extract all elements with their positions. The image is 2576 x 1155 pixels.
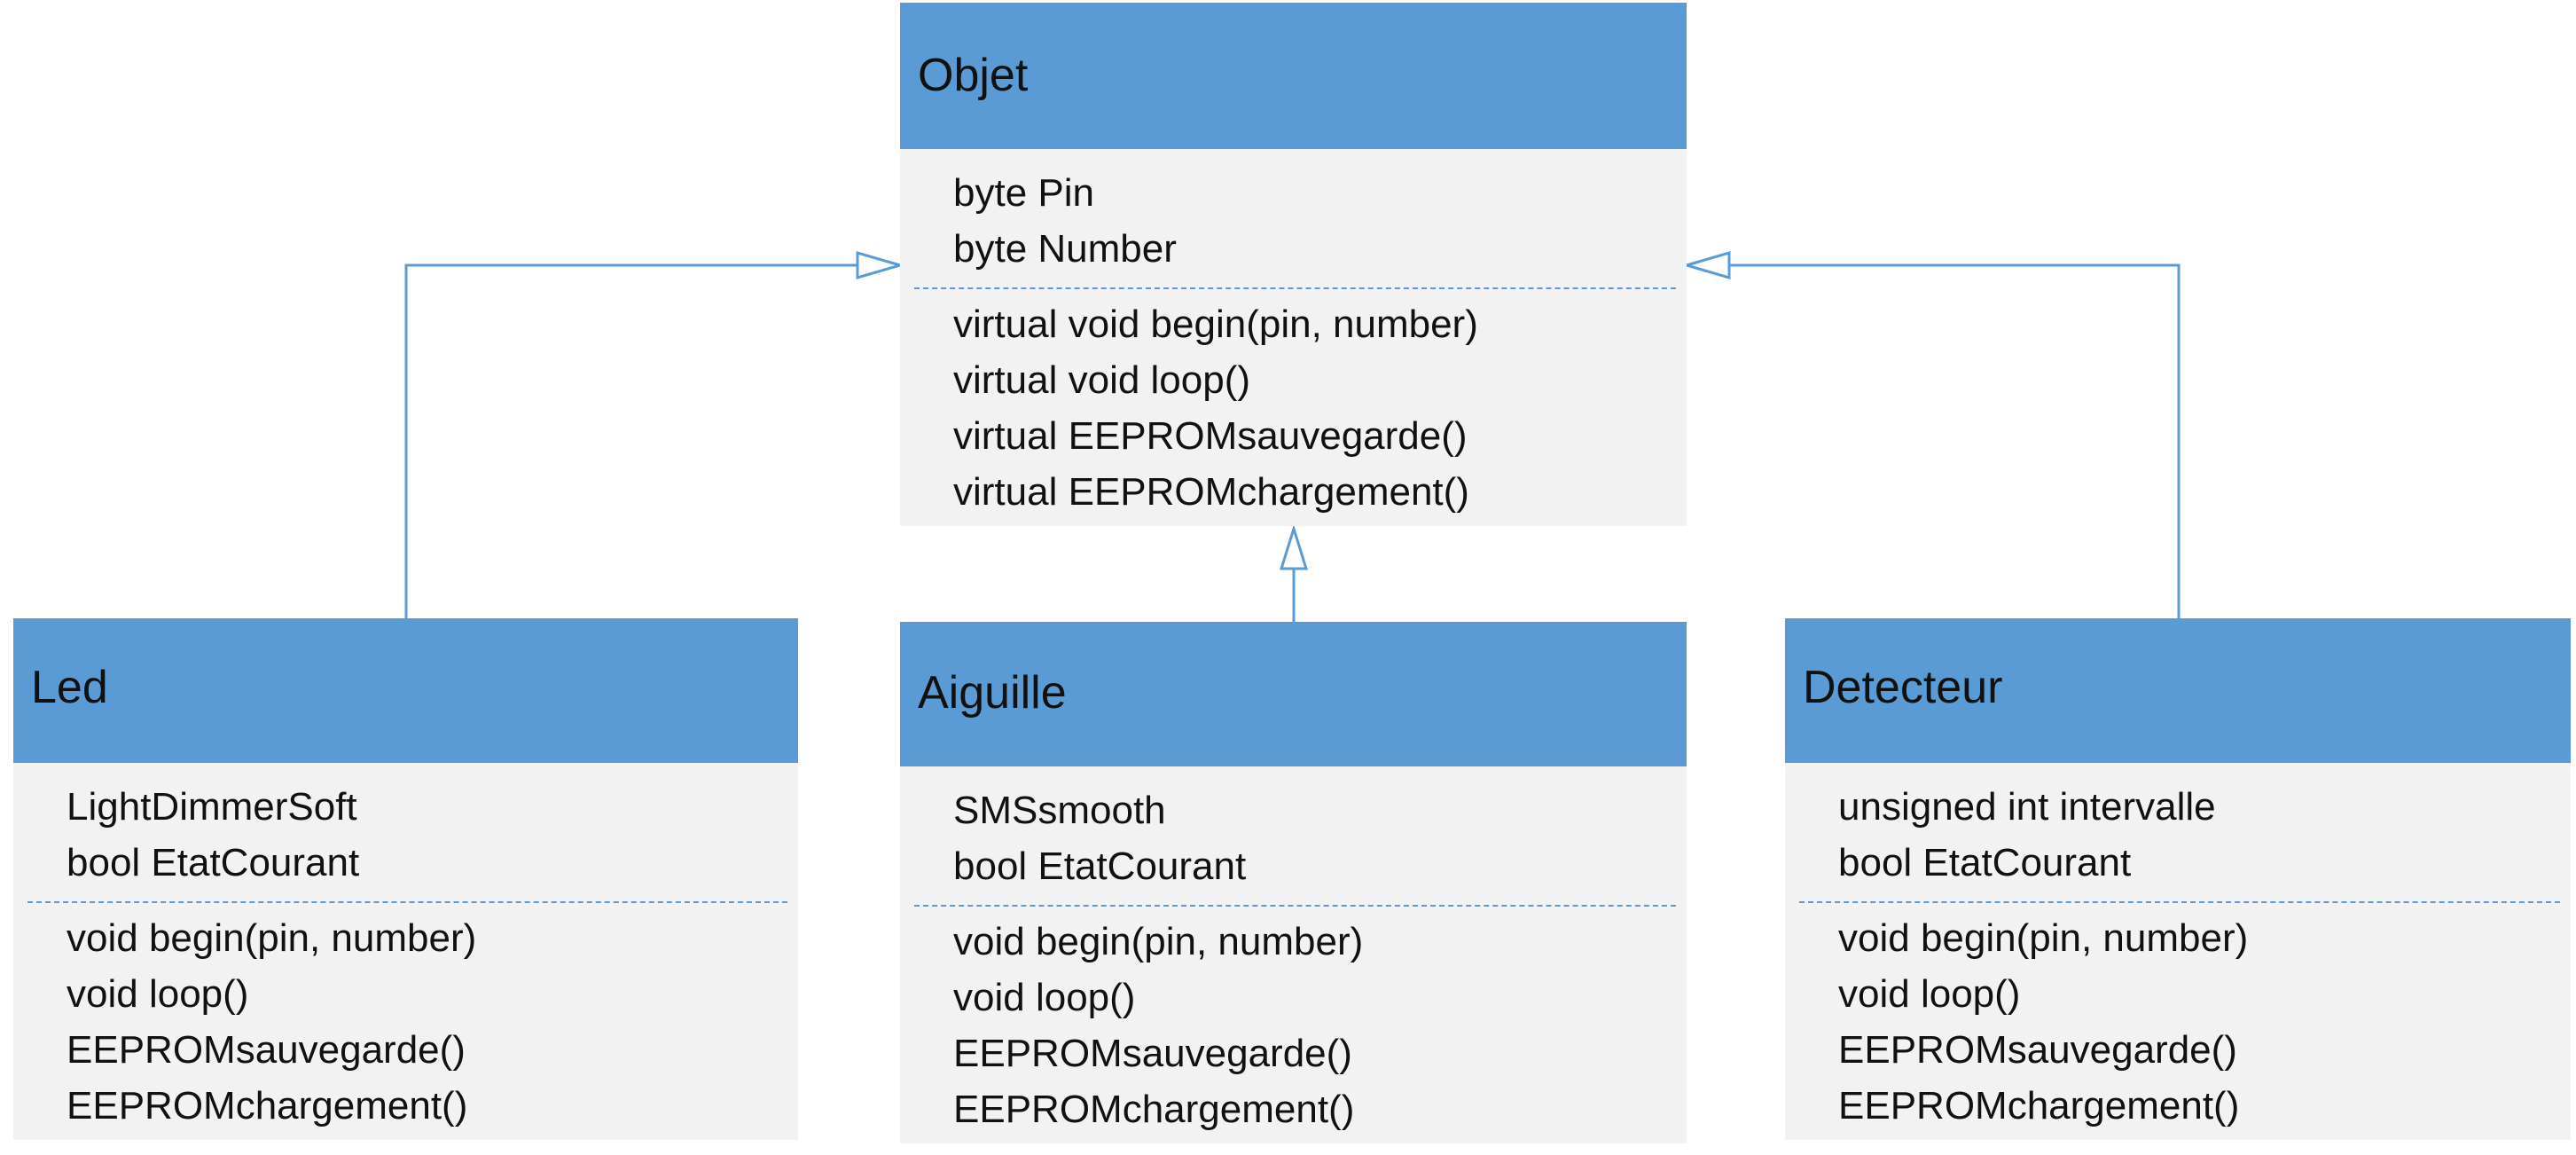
class-led-methods: void begin(pin, number) void loop() EEPR… [67, 903, 798, 1134]
method: void begin(pin, number) [953, 920, 1364, 963]
led-inheritance-arrowhead [856, 251, 905, 279]
attribute: bool EtatCourant [953, 845, 1247, 888]
class-aiguille-separator [914, 905, 1676, 907]
class-objet-attributes: byte Pin byte Number [953, 149, 1687, 287]
class-detecteur-separator [1799, 901, 2560, 903]
attribute: bool EtatCourant [67, 841, 360, 884]
method: void begin(pin, number) [1838, 916, 2249, 960]
led-inheritance-line [404, 263, 900, 618]
attribute: bool EtatCourant [1838, 841, 2132, 884]
class-objet-header: Objet [900, 3, 1687, 149]
class-led-attributes: LightDimmerSoft bool EtatCourant [67, 763, 798, 901]
attribute: LightDimmerSoft [67, 785, 357, 829]
method: EEPROMchargement() [1838, 1084, 2240, 1128]
attribute: unsigned int intervalle [1838, 785, 2216, 829]
class-objet-body: byte Pin byte Number virtual void begin(… [900, 149, 1687, 526]
method: virtual void loop() [953, 358, 1251, 402]
method: virtual void begin(pin, number) [953, 302, 1478, 346]
class-detecteur-attributes: unsigned int intervalle bool EtatCourant [1838, 763, 2571, 901]
method: virtual EEPROMsauvegarde() [953, 414, 1468, 458]
detecteur-inheritance-line [1687, 263, 2181, 618]
aiguille-inheritance-arrowhead [1279, 523, 1309, 570]
attribute: byte Pin [953, 171, 1094, 215]
method: void loop() [1838, 972, 2021, 1016]
method: EEPROMchargement() [953, 1088, 1355, 1131]
class-objet-methods: virtual void begin(pin, number) virtual … [953, 289, 1687, 520]
class-led-header: Led [13, 618, 798, 763]
method: void begin(pin, number) [67, 916, 477, 960]
class-led-body: LightDimmerSoft bool EtatCourant void be… [13, 763, 798, 1140]
class-led-separator [27, 901, 787, 903]
class-detecteur: Detecteur unsigned int intervalle bool E… [1785, 618, 2571, 1140]
class-aiguille-title: Aiguille [918, 667, 1067, 719]
class-detecteur-title: Detecteur [1803, 662, 2003, 713]
class-detecteur-header: Detecteur [1785, 618, 2571, 763]
class-aiguille-methods: void begin(pin, number) void loop() EEPR… [953, 907, 1687, 1137]
method: EEPROMsauvegarde() [1838, 1028, 2237, 1072]
class-aiguille-attributes: SMSsmooth bool EtatCourant [953, 766, 1687, 905]
class-detecteur-body: unsigned int intervalle bool EtatCourant… [1785, 763, 2571, 1140]
class-aiguille-header: Aiguille [900, 622, 1687, 766]
class-led-title: Led [31, 662, 108, 713]
class-aiguille-body: SMSsmooth bool EtatCourant void begin(pi… [900, 766, 1687, 1143]
method: void loop() [953, 976, 1136, 1019]
attribute: byte Number [953, 227, 1177, 271]
method: virtual EEPROMchargement() [953, 470, 1469, 514]
method: EEPROMchargement() [67, 1084, 468, 1128]
class-detecteur-methods: void begin(pin, number) void loop() EEPR… [1838, 903, 2571, 1134]
method: EEPROMsauvegarde() [953, 1032, 1352, 1075]
detecteur-inheritance-arrowhead [1681, 251, 1731, 279]
class-aiguille: Aiguille SMSsmooth bool EtatCourant void… [900, 622, 1687, 1143]
attribute: SMSsmooth [953, 789, 1166, 832]
method: EEPROMsauvegarde() [67, 1028, 466, 1072]
class-objet: Objet byte Pin byte Number virtual void … [900, 3, 1687, 526]
class-objet-separator [914, 287, 1676, 289]
method: void loop() [67, 972, 249, 1016]
class-objet-title: Objet [918, 50, 1029, 101]
class-led: Led LightDimmerSoft bool EtatCourant voi… [13, 618, 798, 1140]
